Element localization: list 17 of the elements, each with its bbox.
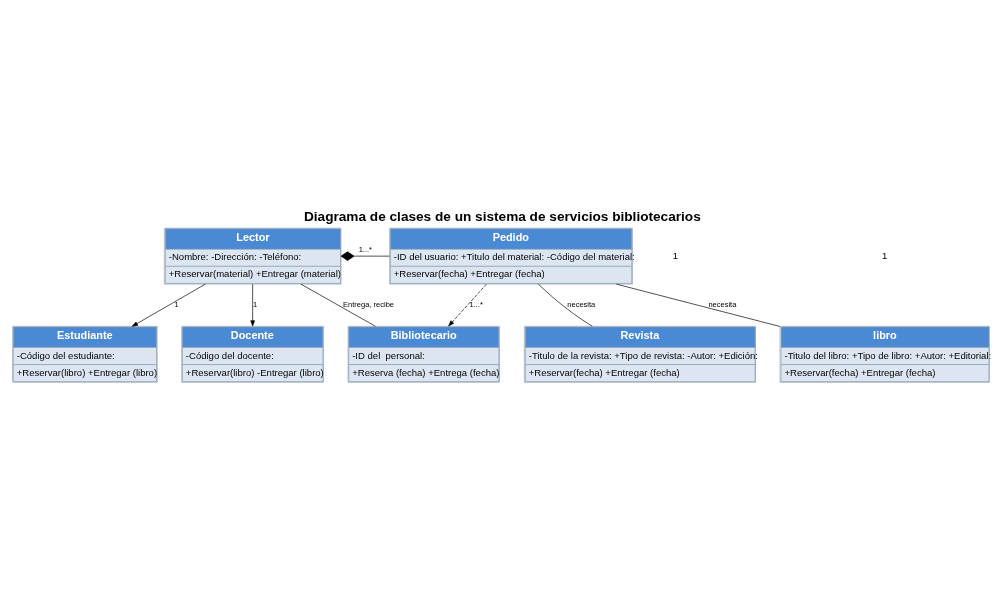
connector: [340, 251, 390, 261]
edge-label: 1...*: [358, 244, 372, 254]
label: 1: [672, 249, 679, 261]
edge-label: 1...*: [469, 300, 483, 310]
arrow: [448, 283, 487, 327]
diagram-title: Diagrama de clases de un sistema de servicios bibliotecarios: [303, 208, 701, 224]
edge-label: necesita: [567, 300, 596, 310]
label: 1: [882, 249, 888, 261]
connector: [616, 283, 781, 327]
edge-label: 1: [174, 300, 179, 310]
arrow: [250, 283, 255, 327]
edge-label: Entrega, recibe: [343, 300, 394, 310]
edge-label: 1: [252, 300, 258, 310]
arrow: [131, 283, 206, 327]
connector: [537, 283, 593, 327]
edge-label: necesita: [708, 300, 737, 310]
connector: [300, 283, 376, 327]
